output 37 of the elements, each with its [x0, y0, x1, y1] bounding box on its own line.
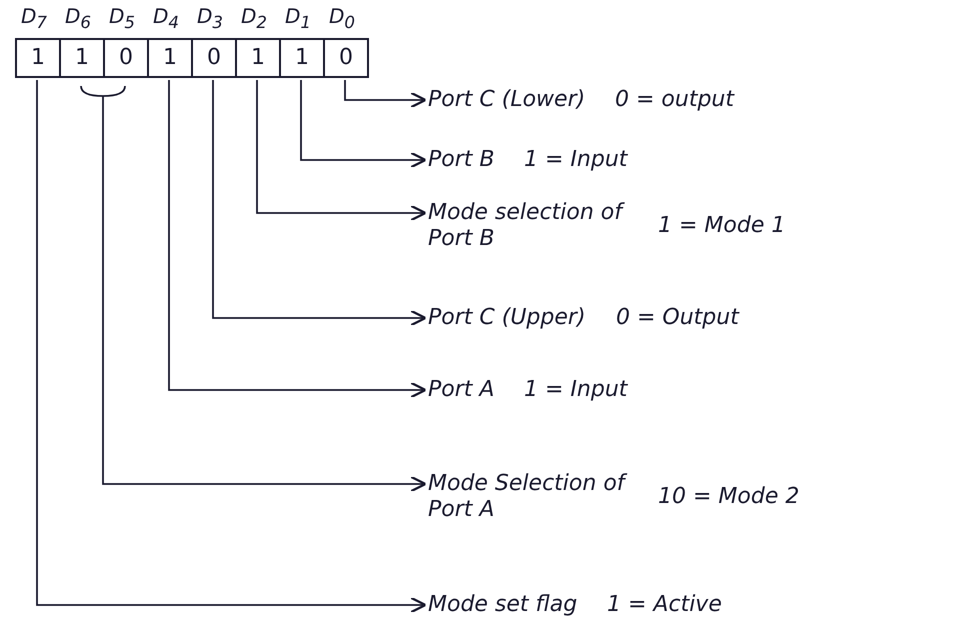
brace-arrow — [80, 85, 427, 492]
value-meaning: 1 = Input — [524, 147, 628, 172]
value-meaning: 1 = Mode 1 — [658, 213, 786, 238]
value-meaning: 1 = Input — [524, 377, 628, 402]
field-description: Port C (Lower) — [428, 87, 586, 113]
bit-name: D$_{0}$ — [329, 4, 356, 32]
bit-name: D$_{5}$ — [109, 4, 136, 32]
bit-value-cell: 0 — [103, 38, 149, 78]
arrow — [212, 80, 427, 326]
bit-value-cell: 1 — [15, 38, 61, 78]
bit-name: D$_{3}$ — [197, 4, 224, 32]
arrow — [300, 80, 427, 168]
bit-value-cell: 1 — [147, 38, 193, 78]
field-description: Mode selection of Port B — [428, 200, 628, 252]
value-meaning: 10 = Mode 2 — [658, 484, 800, 509]
bit-name: D$_{6}$ — [65, 4, 92, 32]
value-meaning: 0 = output — [615, 87, 734, 112]
value-meaning: 1 = Active — [607, 592, 722, 617]
bit-name: D$_{4}$ — [153, 4, 180, 32]
field-description: Port A — [428, 377, 494, 403]
bit-value-cell: 1 — [59, 38, 105, 78]
arrow — [256, 80, 427, 222]
bit-name: D$_{7}$ — [21, 4, 48, 32]
value-meaning: 0 = Output — [616, 305, 739, 330]
arrow — [168, 80, 427, 398]
bit-value-cell: 0 — [323, 38, 369, 78]
field-description: Mode set flag — [428, 592, 578, 618]
field-description: Port B — [428, 147, 494, 173]
arrow — [36, 80, 427, 614]
field-description: Port C (Upper) — [428, 305, 586, 331]
arrow — [344, 80, 427, 108]
bit-name: D$_{2}$ — [241, 4, 268, 32]
bit-value-cell: 1 — [279, 38, 325, 78]
bit-value-cell: 0 — [191, 38, 237, 78]
bit-name: D$_{1}$ — [285, 4, 312, 32]
field-description: Mode Selection of Port A — [428, 471, 628, 523]
bit-value-cell: 1 — [235, 38, 281, 78]
